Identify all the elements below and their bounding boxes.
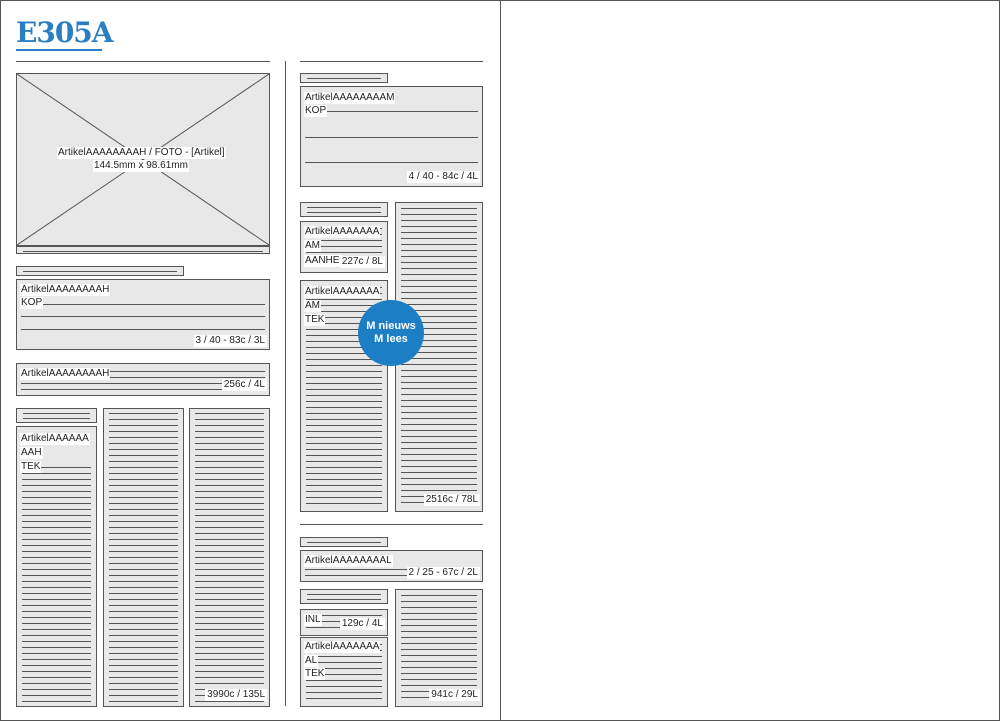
mid-aanhef-label-3: AANHEF xyxy=(304,255,343,267)
top-rule-left xyxy=(16,61,270,62)
news-badge[interactable]: M nieuws M lees xyxy=(358,300,424,366)
photo-cross-icon xyxy=(17,74,269,245)
left-kop-label: ArtikelAAAAAAAAH xyxy=(20,284,111,296)
mid-tek-label: ArtikelAAAAAAA xyxy=(304,286,381,298)
mid-aanhef-label-2: AM xyxy=(304,240,321,252)
left-tek-label-2: AAH xyxy=(20,447,43,459)
page-spread-divider xyxy=(500,0,501,721)
left-intro-stats: 256c / 4L xyxy=(221,379,267,391)
left-tek-col-3[interactable]: 3990c / 135L xyxy=(189,408,270,707)
logo-underline xyxy=(16,49,102,51)
mid-bottom-tek-label-3: TEK xyxy=(304,668,326,680)
mid-kop-kop: KOP xyxy=(304,105,328,117)
mid-bottom-kop-stats: 2 / 25 - 67c / 2L xyxy=(406,567,480,579)
left-tek-col-2[interactable] xyxy=(103,408,184,707)
mid-bottom-kop-box[interactable]: ArtikelAAAAAAAAL 2 / 25 - 67c / 2L xyxy=(300,550,483,582)
left-tek-tag xyxy=(16,408,97,423)
mid-bottom-tek-col-1[interactable]: ArtikelAAAAAAA AL TEK xyxy=(300,637,388,707)
mid-tek-label-2: AM xyxy=(304,300,321,312)
photo-caption-title: ArtikelAAAAAAAAH / FOTO - [Artikel] xyxy=(57,147,226,159)
photo-placeholder[interactable]: ArtikelAAAAAAAAH / FOTO - [Artikel] 144.… xyxy=(16,73,270,246)
badge-line-2: M lees xyxy=(374,333,408,345)
badge-line-1: M nieuws xyxy=(366,320,416,332)
mid-aanhef-box[interactable]: ArtikelAAAAAAA AM AANHEF 227c / 8L xyxy=(300,221,388,273)
mid-tek-stats: 2516c / 78L xyxy=(423,494,480,506)
left-kop-kop: KOP xyxy=(20,297,44,309)
mid-bottom-tek-col-2[interactable]: 941c / 29L xyxy=(395,589,483,707)
mid-inl-stats: 129c / 4L xyxy=(339,618,385,630)
left-tek-col-1[interactable]: ArtikelAAAAAA AAH TEK xyxy=(16,426,97,707)
mid-kop-stats: 4 / 40 - 84c / 4L xyxy=(406,171,480,183)
mid-inl-label: INL xyxy=(304,614,322,626)
mid-aanhef-stats: 227c / 8L xyxy=(339,256,385,268)
photo-caption-bar[interactable] xyxy=(16,246,270,254)
page-logo: E305A xyxy=(16,16,114,49)
mid-aanhef-tag xyxy=(300,202,388,217)
mid-bottom-kop-tag xyxy=(300,537,388,547)
mid-bottom-tek-label-2: AL xyxy=(304,655,319,667)
mid-section-rule xyxy=(300,524,483,525)
column-divider xyxy=(285,61,286,706)
mid-bottom-tek-stats: 941c / 29L xyxy=(429,689,480,701)
left-intro-label: ArtikelAAAAAAAAH xyxy=(20,368,111,380)
mid-kop-tag xyxy=(300,73,388,83)
left-kop-tag xyxy=(16,266,184,276)
photo-caption-size: 144.5mm x 98.61mm xyxy=(93,160,189,172)
left-intro-box[interactable]: ArtikelAAAAAAAAH 256c / 4L xyxy=(16,363,270,396)
left-tek-label: ArtikelAAAAAA xyxy=(20,433,90,445)
mid-kop-box[interactable]: ArtikelAAAAAAAAM KOP 4 / 40 - 84c / 4L xyxy=(300,86,483,187)
mid-tek-label-3: TEK xyxy=(304,314,326,326)
mid-tek-col-2[interactable]: 2516c / 78L xyxy=(395,202,483,512)
mid-bottom-tek-label: ArtikelAAAAAAA xyxy=(304,641,381,653)
left-kop-box[interactable]: ArtikelAAAAAAAAH KOP 3 / 40 - 83c / 3L xyxy=(16,279,270,350)
mid-bottom-kop-label: ArtikelAAAAAAAAL xyxy=(304,555,393,567)
mid-inl-box[interactable]: INL 129c / 4L xyxy=(300,609,388,636)
mid-aanhef-label: ArtikelAAAAAAA xyxy=(304,226,381,238)
mid-inl-tag xyxy=(300,589,388,604)
mid-kop-label: ArtikelAAAAAAAAM xyxy=(304,92,396,104)
top-rule-right xyxy=(300,61,483,62)
left-tek-stats: 3990c / 135L xyxy=(205,689,267,701)
left-kop-stats: 3 / 40 - 83c / 3L xyxy=(193,335,267,347)
left-tek-label-3: TEK xyxy=(20,461,42,473)
